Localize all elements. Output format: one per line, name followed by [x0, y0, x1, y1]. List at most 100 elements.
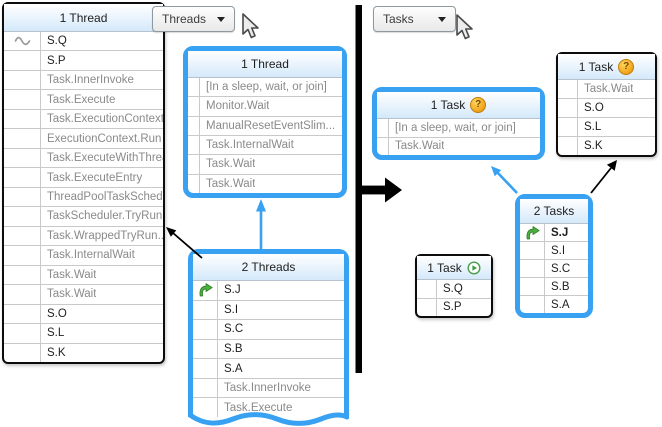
waiting-thread-box[interactable]: 1 Thread [In a sleep, wait, or join]Moni… — [183, 46, 347, 198]
row-gutter — [188, 174, 200, 193]
stack-frame-row[interactable]: Task.Wait — [558, 80, 655, 99]
stack-frame-row[interactable]: Task.ExecuteWithThrea... — [4, 148, 163, 169]
box-title: 1 Task — [427, 260, 462, 275]
stack-frame-row[interactable]: Task.InternalWait — [4, 246, 163, 266]
frame-label: S.L — [47, 327, 65, 340]
row-gutter — [4, 51, 41, 70]
stack-frame-row[interactable]: S.J — [193, 281, 344, 301]
frame-label: S.J — [551, 226, 569, 239]
frame-label: S.O — [47, 307, 67, 320]
row-gutter — [4, 90, 41, 109]
stack-frame-list: S.J S.I S.C S.B S.A — [520, 224, 588, 313]
box-header[interactable]: 1 Task — [417, 256, 491, 280]
stack-frame-row[interactable]: S.Q — [4, 32, 163, 52]
stack-frame-row[interactable]: S.O — [4, 304, 163, 325]
stack-frame-row[interactable]: S.P — [417, 298, 491, 316]
row-gutter — [188, 135, 200, 155]
stack-frame-row[interactable]: S.L — [4, 324, 163, 344]
stack-frame-row[interactable]: Task.WrappedTryRun... — [4, 226, 163, 247]
dropdown-label: Threads — [162, 12, 207, 26]
stack-frame-row[interactable]: S.B — [193, 339, 344, 360]
frame-label: S.P — [443, 301, 462, 314]
row-gutter — [193, 320, 218, 339]
frame-label: [In a sleep, wait, or join] — [395, 121, 516, 134]
stack-frame-row[interactable]: S.K — [4, 343, 163, 362]
box-header[interactable]: 1 Task ? — [558, 54, 655, 80]
stack-frame-row[interactable]: [In a sleep, wait, or join] — [377, 119, 540, 138]
frame-label: Task.Wait — [584, 83, 634, 95]
stack-frame-row[interactable]: S.L — [558, 118, 655, 137]
box-header[interactable]: 1 Thread — [4, 4, 163, 32]
stack-frame-row[interactable]: S.C — [193, 320, 344, 340]
stack-frame-row[interactable]: Task.Execute — [4, 90, 163, 110]
stack-frame-row[interactable]: S.C — [520, 260, 588, 278]
tasks-view-dropdown[interactable]: Tasks — [373, 6, 456, 32]
stack-frame-row[interactable]: S.A — [520, 296, 588, 313]
row-gutter — [4, 343, 41, 362]
frame-label: S.I — [551, 244, 566, 257]
frame-label: Task.InnerInvoke — [47, 74, 134, 87]
row-gutter — [4, 109, 41, 129]
stack-frame-row[interactable]: S.A — [193, 359, 344, 379]
row-gutter — [4, 265, 41, 285]
stack-frame-row[interactable]: Task.InnerInvoke — [193, 378, 344, 399]
running-task-box[interactable]: 1 Task S.Q S.P — [415, 254, 493, 318]
box-title: 1 Task — [430, 98, 466, 112]
threads-to-tasks-arrow — [360, 177, 402, 203]
stack-frame-row[interactable]: S.B — [520, 278, 588, 296]
frame-label: Task.Wait — [206, 158, 256, 171]
stack-frame-row[interactable]: Monitor.Wait — [188, 97, 342, 117]
frame-label: Task.Execute — [47, 93, 116, 106]
box-header[interactable]: 1 Task ? — [377, 92, 540, 119]
stack-frame-row[interactable]: Task.Execute — [193, 398, 344, 418]
stack-frame-row[interactable]: Task.ExecutionContext... — [4, 109, 163, 130]
box-header[interactable]: 2 Tasks — [520, 199, 588, 224]
stack-frame-row[interactable]: Task.Wait — [4, 285, 163, 305]
box-header[interactable]: 2 Threads — [193, 254, 344, 281]
frame-label: S.K — [584, 140, 603, 152]
frame-label: ExecutionContext.Run — [47, 132, 162, 145]
frame-label: S.B — [551, 280, 570, 293]
stack-frame-row[interactable]: S.O — [558, 99, 655, 118]
row-gutter — [417, 280, 437, 298]
stack-frame-row[interactable]: ThreadPoolTaskSched... — [4, 187, 163, 208]
stack-frame-row[interactable]: TaskScheduler.TryRun... — [4, 207, 163, 227]
stack-frame-row[interactable]: Task.Wait — [4, 265, 163, 286]
threads-view-dropdown[interactable]: Threads — [152, 6, 235, 32]
row-gutter — [4, 148, 41, 168]
stack-frame-row[interactable]: S.K — [558, 137, 655, 155]
stack-frame-row[interactable]: S.P — [4, 51, 163, 71]
stack-frame-row[interactable]: S.I — [520, 242, 588, 260]
stack-frame-row[interactable]: Task.Wait — [188, 155, 342, 175]
stack-frame-row[interactable]: S.Q — [417, 280, 491, 299]
frame-label: Task.ExecutionContext... — [47, 113, 163, 126]
row-gutter — [193, 339, 218, 359]
row-gutter — [4, 285, 41, 304]
stack-frame-row[interactable]: Task.InnerInvoke — [4, 70, 163, 91]
stack-frame-row[interactable]: Task.InternalWait — [188, 135, 342, 156]
row-gutter — [193, 378, 218, 398]
stack-frame-row[interactable]: S.J — [520, 224, 588, 242]
stack-frame-row[interactable]: [In a sleep, wait, or join] — [188, 78, 342, 98]
row-gutter — [4, 168, 41, 187]
frame-label: S.K — [47, 346, 66, 359]
box-header[interactable]: 1 Thread — [188, 51, 342, 78]
stack-frame-row[interactable]: Task.Wait — [377, 137, 540, 155]
stack-frame-row[interactable]: ManualResetEventSlim... — [188, 116, 342, 136]
waiting-task-box[interactable]: 1 Task ? [In a sleep, wait, or join] Task… — [372, 87, 545, 160]
two-tasks-box[interactable]: 2 Tasks S.J S.I S.C S.B S.A — [515, 194, 593, 318]
stack-frame-row[interactable]: ExecutionContext.Run — [4, 129, 163, 149]
chevron-down-icon — [438, 16, 446, 22]
stack-frame-row[interactable]: Task.ExecuteEntry — [4, 168, 163, 188]
row-gutter — [520, 242, 545, 259]
stack-frame-row[interactable]: Task.Wait — [188, 174, 342, 193]
cursor-icon — [242, 13, 259, 39]
frame-label: Task.InnerInvoke — [224, 382, 311, 395]
stack-frame-row[interactable]: S.I — [193, 300, 344, 321]
